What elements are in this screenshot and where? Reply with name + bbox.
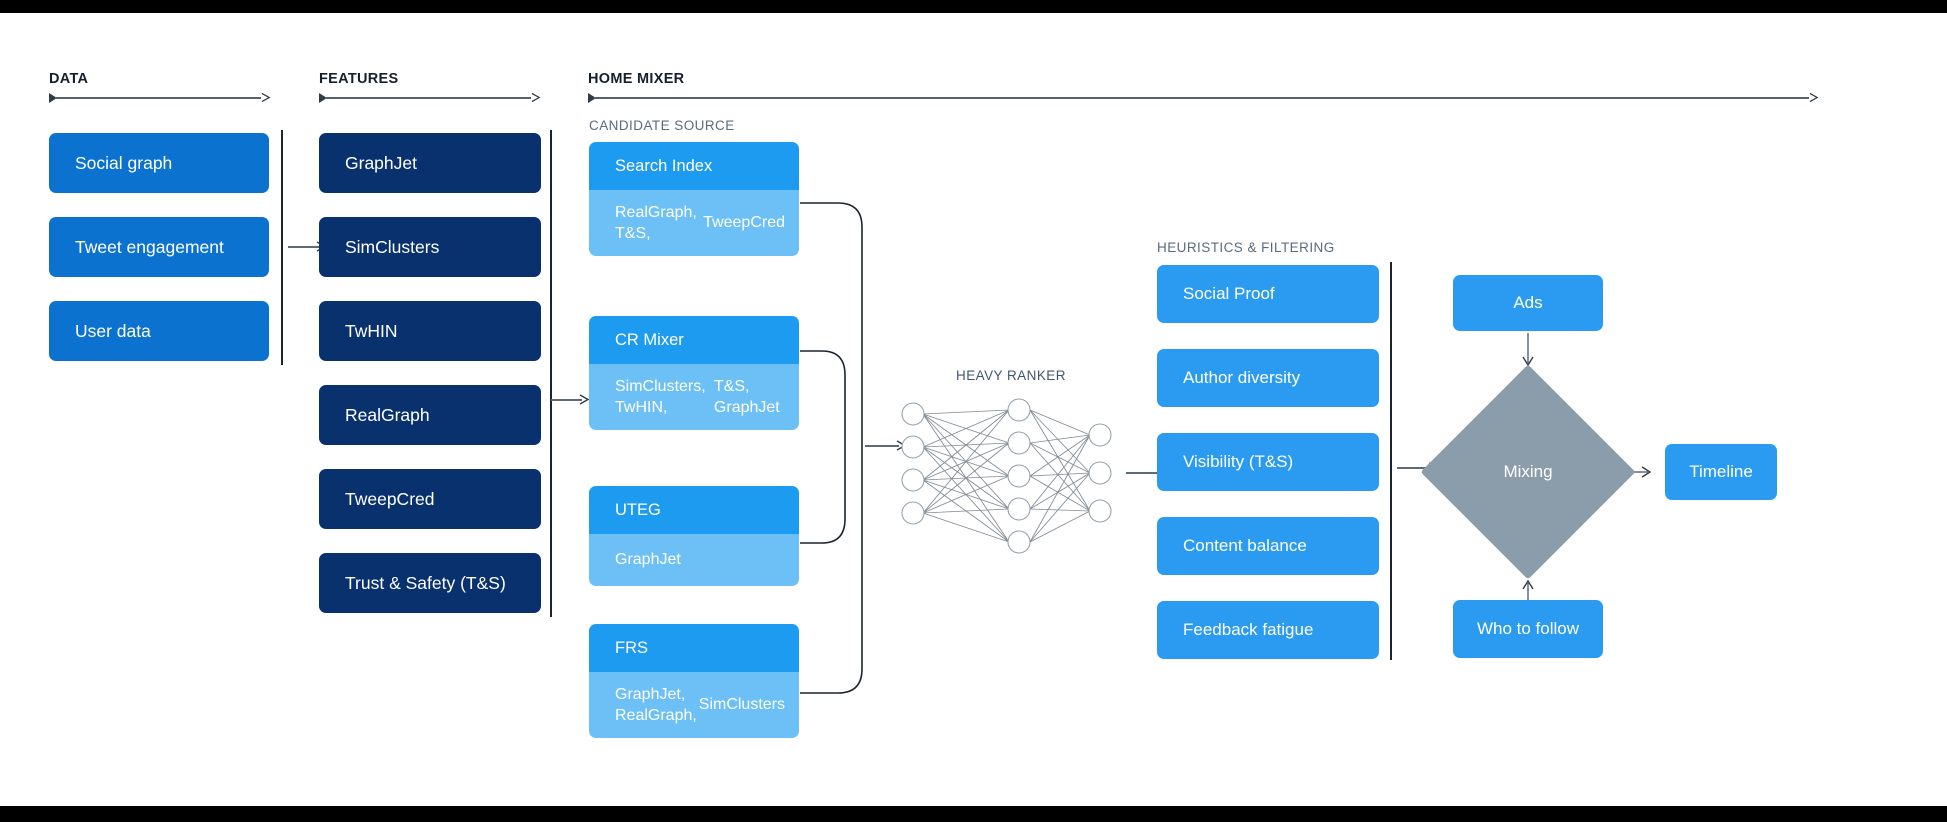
axis-home-mixer [588, 92, 1823, 104]
axis-line [594, 97, 1809, 99]
data-box-user-data[interactable]: User data [49, 301, 269, 361]
ads-label: Ads [1513, 293, 1543, 312]
candidate-source-features: GraphJet, RealGraph,SimClusters [589, 672, 799, 738]
heuristic-box-label: Author diversity [1183, 368, 1301, 387]
arrow-candidate-source-to-ranker [865, 440, 909, 452]
feature-box-graphjet[interactable]: GraphJet [319, 133, 541, 193]
candidate-source-card-frs[interactable]: FRS GraphJet, RealGraph,SimClusters [589, 624, 799, 738]
subsection-title-candidate-source: CANDIDATE SOURCE [589, 118, 735, 133]
subsection-title-heavy-ranker: HEAVY RANKER [956, 368, 1066, 383]
candidate-source-name: FRS [589, 624, 799, 672]
feature-box-label: RealGraph [345, 404, 430, 425]
mixing-label: Mixing [1503, 462, 1553, 481]
section-title-home-mixer: HOME MIXER [588, 71, 685, 87]
candidate-source-features: SimClusters, TwHIN,T&S, GraphJet [589, 364, 799, 430]
axis-start-marker [49, 93, 57, 103]
who-to-follow-box[interactable]: Who to follow [1453, 600, 1603, 658]
candidate-source-features: RealGraph, T&S,TweepCred [589, 190, 799, 256]
axis-line [55, 97, 261, 99]
candidate-source-card-search-index[interactable]: Search Index RealGraph, T&S,TweepCred [589, 142, 799, 256]
candidate-source-card-uteg[interactable]: UTEG GraphJet [589, 486, 799, 586]
feature-box-label: GraphJet [345, 152, 417, 173]
feature-box-label: SimClusters [345, 236, 440, 257]
candidate-source-features: GraphJet [589, 534, 799, 586]
heuristic-box-feedback-fatigue[interactable]: Feedback fatigue [1157, 601, 1379, 659]
candidate-source-name: CR Mixer [589, 316, 799, 364]
axis-start-marker [588, 93, 596, 103]
feature-box-twhin[interactable]: TwHIN [319, 301, 541, 361]
timeline-box[interactable]: Timeline [1665, 444, 1777, 500]
candidate-source-card-cr-mixer[interactable]: CR Mixer SimClusters, TwHIN,T&S, GraphJe… [589, 316, 799, 430]
feature-box-label: TwHIN [345, 320, 398, 341]
arrowhead-icon [579, 394, 590, 405]
divider-features-home-mixer [550, 130, 552, 617]
arrowhead-icon [531, 92, 541, 103]
diagram-canvas: DATA FEATURES HOME MIXER CANDIDATE SOURC… [0, 13, 1947, 806]
arrowhead-icon [896, 440, 907, 451]
axis-data [49, 92, 275, 104]
heuristic-box-content-balance[interactable]: Content balance [1157, 517, 1379, 575]
feature-box-simclusters[interactable]: SimClusters [319, 217, 541, 277]
feature-box-label: TweepCred [345, 488, 435, 509]
who-to-follow-label: Who to follow [1476, 619, 1580, 638]
arrowhead-icon [261, 92, 271, 103]
section-title-features: FEATURES [319, 71, 399, 87]
timeline-label: Timeline [1689, 462, 1753, 481]
data-box-label: Tweet engagement [75, 236, 224, 257]
feature-box-realgraph[interactable]: RealGraph [319, 385, 541, 445]
arrow-features-to-candidate-source [551, 394, 591, 406]
heuristic-box-label: Visibility (T&S) [1183, 452, 1294, 471]
connector-lines [800, 202, 863, 694]
ads-box[interactable]: Ads [1453, 275, 1603, 331]
axis-line [325, 97, 531, 99]
axis-start-marker [319, 93, 327, 103]
axis-features [319, 92, 545, 104]
heuristic-box-label: Content balance [1183, 536, 1307, 555]
heuristic-box-label: Social Proof [1183, 284, 1275, 303]
divider-data-features [281, 130, 283, 365]
feature-box-tweepcred[interactable]: TweepCred [319, 469, 541, 529]
heuristic-box-author-diversity[interactable]: Author diversity [1157, 349, 1379, 407]
feature-box-trust-safety[interactable]: Trust & Safety (T&S) [319, 553, 541, 613]
heuristic-box-social-proof[interactable]: Social Proof [1157, 265, 1379, 323]
candidate-source-name: UTEG [589, 486, 799, 534]
feature-box-label: Trust & Safety (T&S) [345, 572, 506, 593]
mixing-arrows [1522, 333, 1652, 613]
subsection-title-heuristics: HEURISTICS & FILTERING [1157, 240, 1335, 255]
heuristic-box-visibility[interactable]: Visibility (T&S) [1157, 433, 1379, 491]
heavy-ranker-neural-network [901, 398, 1112, 554]
data-box-social-graph[interactable]: Social graph [49, 133, 269, 193]
arrowhead-icon [1809, 92, 1819, 103]
data-box-label: User data [75, 320, 151, 341]
candidate-source-name: Search Index [589, 142, 799, 190]
data-box-label: Social graph [75, 152, 173, 173]
divider-heuristics-mixing [1390, 262, 1392, 660]
letterbox-bottom [0, 806, 1947, 822]
letterbox-top [0, 0, 1947, 13]
section-title-data: DATA [49, 71, 89, 87]
heuristic-box-label: Feedback fatigue [1183, 620, 1314, 639]
data-box-tweet-engagement[interactable]: Tweet engagement [49, 217, 269, 277]
